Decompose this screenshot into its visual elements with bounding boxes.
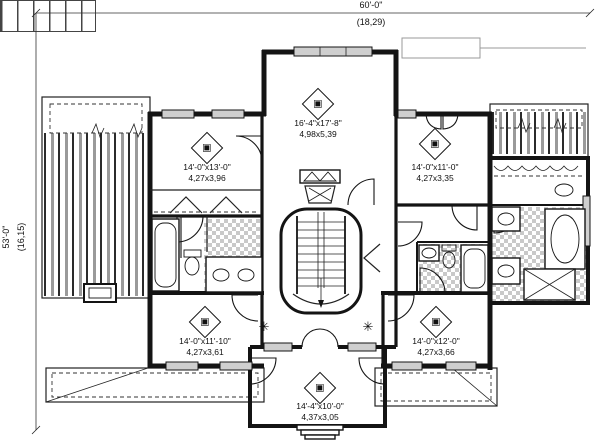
entry-steps — [296, 424, 344, 440]
room-size-imperial: 14'-4"x10'-0" — [296, 401, 344, 411]
french-door — [425, 113, 459, 130]
left-bathroom-fixtures — [151, 218, 263, 293]
room-size-metric: 4,27x3,35 — [416, 173, 454, 183]
left-roof-hatching — [44, 133, 148, 296]
room-marker-icon: ▣ — [430, 137, 440, 149]
room-size-imperial: 16'-4"x17'-8" — [294, 118, 342, 128]
interior-walls — [150, 114, 588, 366]
small-bathroom-fixtures — [418, 244, 489, 293]
room-size-imperial: 14'-0"x11'-10" — [179, 336, 231, 346]
room-label-bottom-center: 14'-4"x10'-0" 4,37x3,05 — [296, 401, 344, 423]
room-marker-icon: ▣ — [200, 315, 210, 327]
ceiling-fan-icon: ✳ — [258, 319, 270, 334]
right-roof-hatching — [492, 112, 586, 154]
closet-hanging-rod — [493, 165, 579, 171]
stair-direction-arrow — [318, 300, 324, 308]
room-marker-icon: ▣ — [315, 381, 325, 393]
right-lower-roof-hatching — [0, 0, 96, 32]
vanity — [205, 256, 263, 293]
sink — [237, 268, 255, 282]
room-size-imperial: 14'-0"x12'-0" — [412, 336, 460, 346]
sink — [421, 247, 437, 259]
toilet-tank — [183, 249, 202, 258]
room-label-bottom-right: 14'-0"x12'-0" 4,27x3,66 — [412, 336, 460, 358]
room-size-metric: 4,98x5,39 — [299, 129, 337, 139]
room-size-imperial: 14'-0"x13'-0" — [183, 162, 231, 172]
sink — [497, 212, 515, 226]
room-label-bottom-left: 14'-0"x11'-10" 4,27x3,61 — [179, 336, 231, 358]
toilet — [442, 251, 456, 269]
overall-depth-metric: (16,15) — [16, 222, 26, 252]
bifold-doors — [169, 196, 243, 214]
room-size-imperial: 14'-0"x11'-0" — [411, 162, 459, 172]
overall-width-imperial: 60'-0" — [359, 0, 383, 10]
hall-bifold — [363, 243, 381, 273]
room-size-metric: 4,27x3,96 — [188, 173, 226, 183]
sink — [497, 264, 515, 278]
exterior-walls — [147, 49, 590, 428]
chimney — [83, 283, 117, 303]
room-size-metric: 4,27x3,66 — [417, 347, 455, 357]
ceiling-fan-icon: ✳ — [362, 319, 374, 334]
room-marker-icon: ▣ — [431, 315, 441, 327]
master-bathroom-fixtures — [491, 206, 586, 301]
room-size-metric: 4,37x3,05 — [301, 412, 339, 422]
bathtub — [550, 214, 580, 264]
room-size-metric: 4,27x3,61 — [186, 347, 224, 357]
windows — [161, 46, 591, 371]
built-in-niche — [299, 169, 341, 204]
sink — [212, 268, 230, 282]
bathtub — [463, 248, 486, 289]
room-label-top-center: 16'-4"x17'-8" 4,98x5,39 — [294, 118, 342, 140]
toilet — [184, 256, 200, 276]
overall-depth-imperial: 53'-0" — [1, 225, 11, 249]
toilet-tank — [441, 244, 457, 252]
dimension-lines — [31, 8, 595, 435]
overall-width-metric: (18,29) — [356, 17, 386, 27]
room-marker-icon: ▣ — [313, 97, 323, 109]
staircase — [279, 207, 363, 315]
doors — [176, 113, 521, 385]
bathtub — [154, 222, 177, 288]
room-label-top-right: 14'-0"x11'-0" 4,27x3,35 — [412, 162, 459, 184]
room-marker-icon: ▣ — [202, 141, 212, 153]
closets — [154, 165, 584, 273]
break-marks — [91, 117, 567, 139]
room-label-top-left: 14'-0"x13'-0" 4,27x3,96 — [183, 162, 231, 184]
